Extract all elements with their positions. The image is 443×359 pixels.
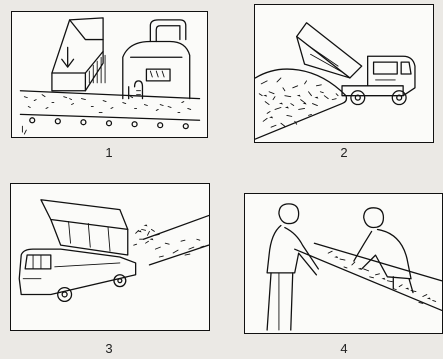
- dump-truck-illustration: [255, 5, 433, 142]
- panel-4: [244, 193, 443, 334]
- panel-number-1: 1: [94, 145, 124, 160]
- panel-number-2: 2: [329, 145, 359, 160]
- panel-number-3: 3: [94, 341, 124, 356]
- factory-machine-illustration: [12, 12, 207, 137]
- panel-number-4: 4: [329, 341, 359, 356]
- hand-spreading-illustration: [245, 194, 442, 333]
- panel-2: [254, 4, 434, 143]
- panel-3: [10, 183, 210, 331]
- spreader-truck-illustration: [11, 184, 209, 330]
- panel-1: [11, 11, 208, 138]
